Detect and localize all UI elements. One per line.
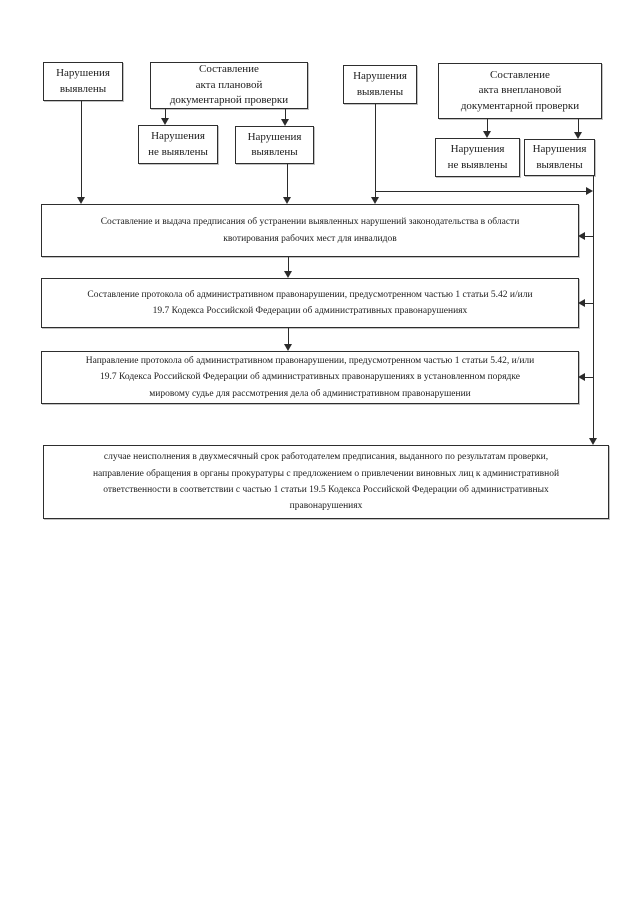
- arrowhead-trunk-to-draft-protocol: [578, 299, 585, 307]
- connector-unplanned-act-to-no-violations: [487, 119, 488, 132]
- node-unplanned-check-act: Составление акта внеплановой документарн…: [438, 63, 602, 119]
- node-violations-found-planned-direct: Нарушения выявлены: [43, 62, 123, 101]
- connector-draft-protocol-to-send-protocol: [288, 328, 289, 345]
- connector-prescription-to-draft-protocol: [288, 257, 289, 272]
- connector-unplanned-act-to-violations: [578, 119, 579, 133]
- arrowhead-unplanned-act-to-no-violations: [483, 131, 491, 138]
- arrowhead-trunk-to-send-protocol: [578, 373, 585, 381]
- node-planned-violations-found: Нарушения выявлены: [235, 126, 314, 164]
- node-issue-prescription: Составление и выдача предписания об устр…: [41, 204, 579, 257]
- connector-trunk-right: [593, 176, 594, 439]
- connector-planned-act-to-violations: [285, 109, 286, 120]
- connector-planned-act-to-no-violations: [165, 109, 166, 119]
- connector-trunk-to-prescription: [585, 236, 593, 237]
- arrowhead-planned-act-to-no-violations: [161, 118, 169, 125]
- node-unplanned-no-violations: Нарушения не выявлены: [435, 138, 520, 177]
- connector-unplanned-direct-to-trunk: [375, 191, 586, 192]
- arrowhead-draft-protocol-to-send-protocol: [284, 344, 292, 351]
- arrowhead-planned-act-to-violations: [281, 119, 289, 126]
- node-violations-found-unplanned-direct: Нарушения выявлены: [343, 65, 417, 104]
- connector-planned-violations-to-prescription: [287, 164, 288, 198]
- node-draft-protocol: Составление протокола об административно…: [41, 278, 579, 328]
- arrowhead-unplanned-direct-to-prescription: [371, 197, 379, 204]
- arrowhead-trunk-to-prescription: [578, 232, 585, 240]
- arrowhead-into-trunk: [586, 187, 593, 195]
- arrowhead-planned-violations-to-prescription: [283, 197, 291, 204]
- connector-trunk-to-send-protocol: [585, 377, 593, 378]
- node-unplanned-violations-found: Нарушения выявлены: [524, 139, 595, 176]
- arrowhead-prescription-to-draft-protocol: [284, 271, 292, 278]
- node-send-protocol-to-judge: Направление протокола об административно…: [41, 351, 579, 404]
- connector-unplanned-direct-to-prescription: [375, 104, 376, 198]
- arrowhead-unplanned-act-to-violations: [574, 132, 582, 139]
- arrowhead-trunk-to-prosecutor-appeal: [589, 438, 597, 445]
- node-planned-no-violations: Нарушения не выявлены: [138, 125, 218, 164]
- arrowhead-planned-direct-to-prescription: [77, 197, 85, 204]
- node-planned-check-act: Составление акта плановой документарной …: [150, 62, 308, 109]
- node-prosecutor-appeal: случае неисполнения в двухмесячный срок …: [43, 445, 609, 519]
- connector-planned-direct-to-prescription: [81, 101, 82, 197]
- connector-trunk-to-draft-protocol: [585, 303, 593, 304]
